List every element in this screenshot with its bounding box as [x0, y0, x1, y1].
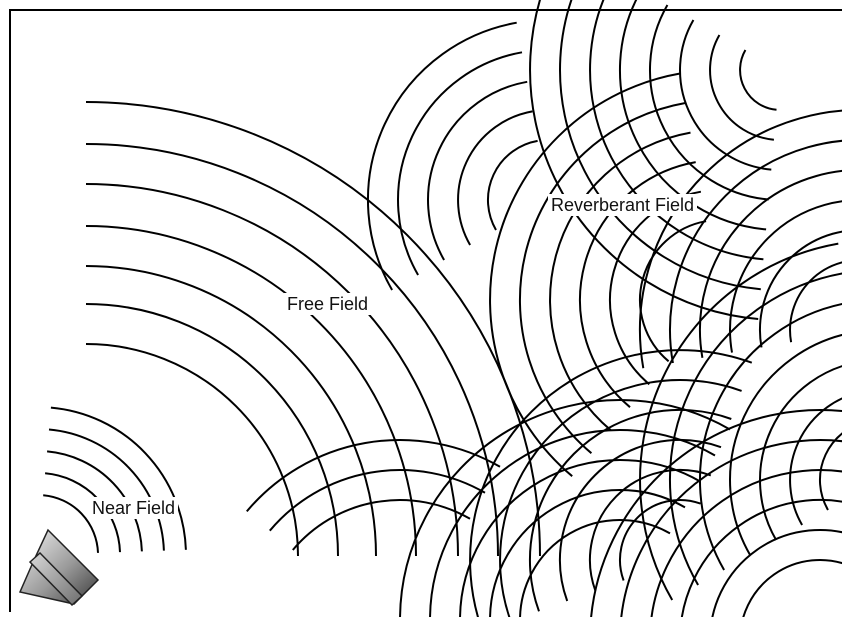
reflection-wavefront — [367, 21, 517, 291]
reflection-wavefront — [639, 242, 839, 601]
reflection-wavefront — [650, 469, 842, 617]
reflection-wavefront — [742, 558, 842, 617]
reflection-wavefront — [818, 432, 842, 511]
wave-fronts — [43, 0, 842, 617]
reflection-wavefront — [529, 0, 759, 320]
reflection-wavefront — [669, 139, 842, 364]
reflection-wavefront — [589, 0, 764, 261]
reflection-wavefront — [489, 489, 686, 617]
reflection-wavefront — [559, 0, 761, 291]
reflection-wavefront — [649, 4, 769, 201]
reflection-wavefront — [698, 170, 842, 358]
reflection-wavefront — [609, 190, 702, 386]
frame — [9, 9, 842, 612]
reflection-wavefront — [679, 19, 772, 171]
reflection-wavefront — [429, 429, 716, 617]
free-field-wavefront — [85, 225, 417, 557]
reflection-wavefront — [469, 349, 753, 617]
reflection-wavefront — [590, 409, 842, 617]
near-field-wavefront — [48, 428, 165, 551]
reflection-wavefront — [399, 399, 731, 617]
reflection-wavefront — [638, 109, 842, 369]
reflection-wavefront — [759, 365, 842, 541]
reflection-wavefront — [668, 272, 842, 586]
near-field-wavefront — [50, 406, 187, 550]
reflection-wavefront — [459, 458, 701, 617]
reflection-wavefront — [739, 49, 777, 111]
free-field-wavefront — [85, 303, 339, 557]
loudspeaker-icon — [18, 528, 100, 607]
near-field-wavefront — [47, 450, 143, 552]
reflection-wavefront — [709, 34, 774, 141]
reflection-wavefront — [269, 469, 486, 532]
reflection-wavefront — [618, 0, 767, 231]
reflection-wavefront — [457, 110, 533, 246]
reflection-wavefront — [499, 379, 742, 617]
reflection-wavefront — [246, 438, 501, 513]
reflection-wavefront — [758, 230, 842, 348]
reverberant-field-label: Reverberant Field — [548, 194, 698, 216]
reflection-wavefront — [489, 72, 681, 477]
reflection-wavefront — [789, 261, 842, 343]
reflection-wavefront — [518, 102, 686, 454]
free-field-wavefront — [85, 265, 377, 557]
reflection-wavefront — [619, 499, 701, 581]
near-field-label: Near Field — [89, 497, 179, 519]
reflection-wavefront — [519, 519, 671, 617]
reflection-wavefront — [711, 529, 842, 617]
reflection-wavefront — [680, 498, 842, 617]
reflection-wavefront — [729, 200, 842, 353]
free-field-wavefront — [85, 343, 299, 557]
reflection-wavefront — [579, 161, 696, 408]
reflection-wavefront — [486, 139, 538, 231]
reflection-wavefront — [639, 220, 707, 363]
reflection-wavefront — [699, 303, 842, 571]
reflection-wavefront — [427, 80, 528, 261]
near-field-wavefront — [43, 494, 99, 553]
reflection-wavefront — [292, 499, 471, 551]
reflection-wavefront — [588, 468, 712, 592]
free-field-wavefront — [85, 101, 541, 557]
free-field-label: Free Field — [284, 293, 372, 315]
reflection-wavefront — [549, 131, 691, 431]
reflection-wavefront — [729, 333, 842, 556]
reflection-wavefront — [620, 439, 842, 617]
reflection-wavefront — [397, 51, 523, 276]
